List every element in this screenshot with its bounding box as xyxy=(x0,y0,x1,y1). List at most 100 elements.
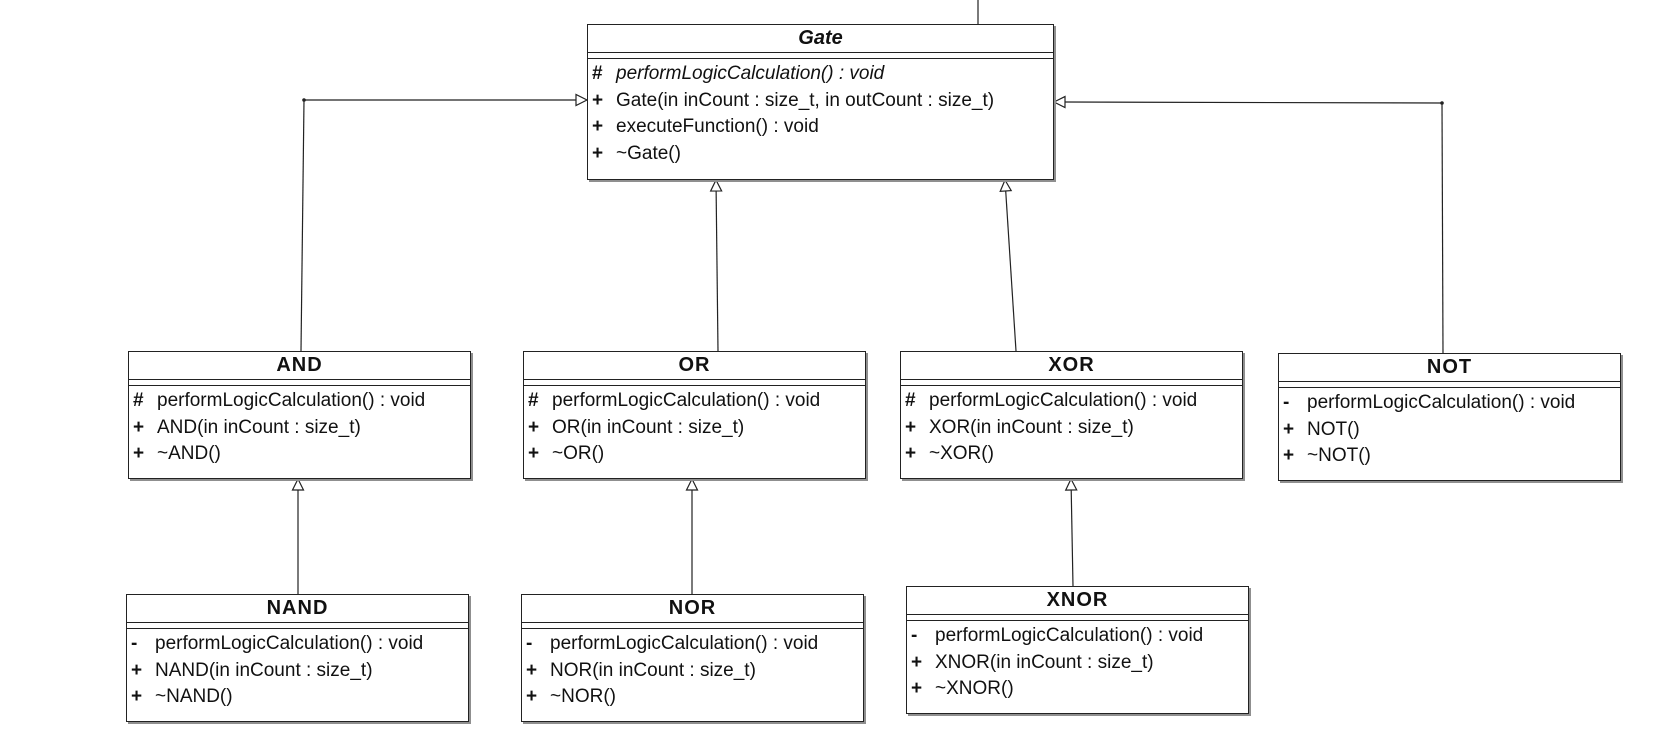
bend-point xyxy=(302,98,306,102)
operations-compartment: # performLogicCalculation() : void + OR(… xyxy=(524,386,865,471)
visibility-marker: - xyxy=(1283,392,1290,413)
operation-signature: NAND(in inCount : size_t) xyxy=(155,659,373,681)
generalization-line-or xyxy=(715,190,719,352)
class-gate[interactable]: Gate # performLogicCalculation() : void … xyxy=(587,24,1054,180)
operation-signature: XOR(in inCount : size_t) xyxy=(929,416,1134,438)
visibility-marker: + xyxy=(905,416,917,438)
operation-signature: performLogicCalculation() : void xyxy=(1307,392,1576,413)
operation: - performLogicCalculation() : void xyxy=(907,623,1248,650)
operation: + ~NOT() xyxy=(1279,443,1620,470)
operations-compartment: - performLogicCalculation() : void + XNO… xyxy=(907,621,1248,706)
operation: # performLogicCalculation() : void xyxy=(129,388,470,415)
operation-signature: ~NAND() xyxy=(155,686,233,707)
operation-signature: performLogicCalculation() : void xyxy=(550,633,819,654)
operations-compartment: # performLogicCalculation() : void + AND… xyxy=(129,386,470,471)
visibility-marker: + xyxy=(1283,418,1295,440)
operation-signature: AND(in inCount : size_t) xyxy=(157,416,361,438)
operation-signature: ~OR() xyxy=(552,443,605,464)
attributes-compartment xyxy=(901,380,1242,386)
operation-signature: Gate(in inCount : size_t, in outCount : … xyxy=(616,89,995,111)
bend-point xyxy=(1440,101,1444,105)
visibility-marker: + xyxy=(131,659,143,681)
operation-signature: ~NOT() xyxy=(1307,445,1371,466)
visibility-marker: - xyxy=(911,625,918,646)
attributes-compartment xyxy=(524,380,865,386)
operation-signature: ~Gate() xyxy=(616,142,681,164)
attributes-compartment xyxy=(907,615,1248,621)
operation-signature: performLogicCalculation() : void xyxy=(552,390,821,411)
class-name: NOR xyxy=(522,595,863,623)
generalization-arrowhead xyxy=(291,477,305,491)
attributes-compartment xyxy=(127,623,468,629)
operation: + ~XOR() xyxy=(901,441,1242,468)
operation-signature: performLogicCalculation() : void xyxy=(935,625,1204,646)
operation-signature: ~NOR() xyxy=(550,686,616,707)
generalization-line-not xyxy=(1441,102,1444,354)
class-nor[interactable]: NOR - performLogicCalculation() : void +… xyxy=(521,594,864,722)
visibility-marker: + xyxy=(592,142,604,164)
class-name: Gate xyxy=(588,25,1053,53)
operation-signature: ~XNOR() xyxy=(935,678,1014,699)
class-or[interactable]: OR # performLogicCalculation() : void + … xyxy=(523,351,866,479)
visibility-marker: # xyxy=(592,63,603,84)
visibility-marker: + xyxy=(131,686,143,707)
operation: # performLogicCalculation() : void xyxy=(901,388,1242,415)
operation-signature: ~AND() xyxy=(157,443,221,464)
operation: + Gate(in inCount : size_t, in outCount … xyxy=(588,88,1053,115)
operation-signature: performLogicCalculation() : void xyxy=(155,633,424,654)
attributes-compartment xyxy=(1279,382,1620,388)
operation: + ~AND() xyxy=(129,441,470,468)
operation-signature: XNOR(in inCount : size_t) xyxy=(935,651,1154,673)
class-name: NAND xyxy=(127,595,468,623)
visibility-marker: + xyxy=(911,678,923,699)
operation: + ~Gate() xyxy=(588,141,1053,168)
operation: # performLogicCalculation() : void xyxy=(524,388,865,415)
generalization-arrowhead xyxy=(999,178,1013,192)
visibility-marker: + xyxy=(905,443,917,464)
class-nand[interactable]: NAND - performLogicCalculation() : void … xyxy=(126,594,469,722)
operation: + ~NAND() xyxy=(127,684,468,711)
operation-signature: NOT() xyxy=(1307,418,1360,440)
operation: + ~NOR() xyxy=(522,684,863,711)
visibility-marker: + xyxy=(528,443,540,464)
operation: # performLogicCalculation() : void xyxy=(588,61,1053,88)
generalization-arrowhead xyxy=(1064,477,1078,491)
operations-compartment: - performLogicCalculation() : void + NAN… xyxy=(127,629,468,714)
generalization-arrowhead xyxy=(709,178,723,192)
operation: + XOR(in inCount : size_t) xyxy=(901,415,1242,442)
visibility-marker: - xyxy=(526,633,533,654)
visibility-marker: + xyxy=(526,659,538,681)
visibility-marker: # xyxy=(905,390,916,411)
generalization-arrowhead xyxy=(1052,95,1066,109)
operation: + NOR(in inCount : size_t) xyxy=(522,658,863,685)
visibility-marker: # xyxy=(133,390,144,411)
operation-signature: executeFunction() : void xyxy=(616,116,819,137)
class-xor[interactable]: XOR # performLogicCalculation() : void +… xyxy=(900,351,1243,479)
generalization-arrowhead xyxy=(685,477,699,491)
class-not[interactable]: NOT - performLogicCalculation() : void +… xyxy=(1278,353,1621,481)
visibility-marker: + xyxy=(133,443,145,464)
operation-signature: performLogicCalculation() : void xyxy=(157,390,426,411)
visibility-marker: + xyxy=(911,651,923,673)
visibility-marker: - xyxy=(131,633,138,654)
operation: + ~XNOR() xyxy=(907,676,1248,703)
generalization-line-and xyxy=(300,99,305,352)
operations-compartment: - performLogicCalculation() : void + NOR… xyxy=(522,629,863,714)
class-name: XNOR xyxy=(907,587,1248,615)
operation-signature: performLogicCalculation() : void xyxy=(929,390,1198,411)
class-name: OR xyxy=(524,352,865,380)
operation: - performLogicCalculation() : void xyxy=(522,631,863,658)
class-xnor[interactable]: XNOR - performLogicCalculation() : void … xyxy=(906,586,1249,714)
class-name: XOR xyxy=(901,352,1242,380)
class-name: AND xyxy=(129,352,470,380)
operation: + NOT() xyxy=(1279,417,1620,444)
visibility-marker: + xyxy=(528,416,540,438)
visibility-marker: + xyxy=(592,89,604,111)
visibility-marker: # xyxy=(528,390,539,411)
operation: + executeFunction() : void xyxy=(588,114,1053,141)
generalization-line-xor xyxy=(1005,190,1017,352)
generalization-line-not xyxy=(1064,101,1443,104)
class-and[interactable]: AND # performLogicCalculation() : void +… xyxy=(128,351,471,479)
attributes-compartment xyxy=(522,623,863,629)
